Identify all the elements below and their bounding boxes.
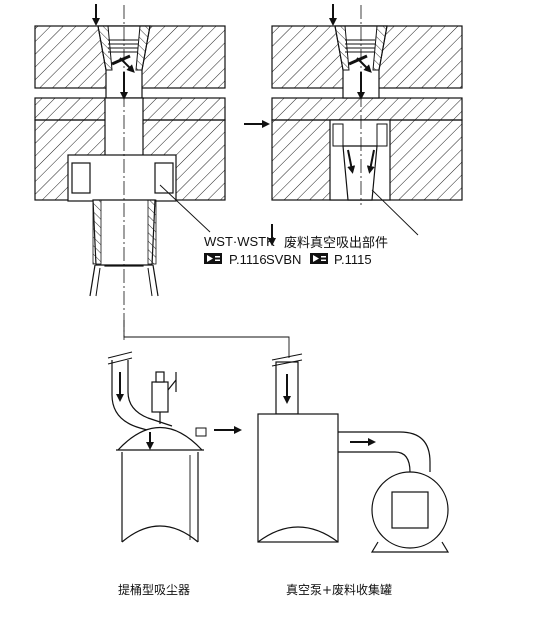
wst-leader-line (159, 184, 211, 233)
bucket-vacuum-cleaner (107, 351, 242, 543)
svbn-page-ref: P.1115 (334, 252, 372, 267)
svbn-code-label: SVBN (266, 252, 301, 267)
catalog-reference-icon (204, 253, 222, 264)
wst-page-ref: P.1116 (229, 252, 267, 267)
caption-bucket-vacuum: 提桶型吸尘器 (118, 582, 190, 597)
left-die-assembly (34, 4, 226, 340)
catalog-reference-icon (310, 253, 328, 264)
connection-line (123, 320, 290, 358)
svbn-part-label: 废料真空吸出部件 (284, 235, 388, 250)
right-die-assembly (244, 4, 463, 205)
caption-pump-tank: 真空泵+废料收集罐 (286, 582, 392, 597)
wst-part-label: WST·WSTK (204, 234, 275, 249)
vacuum-pump-tank (257, 353, 450, 553)
svbn-leader-line (371, 189, 419, 236)
